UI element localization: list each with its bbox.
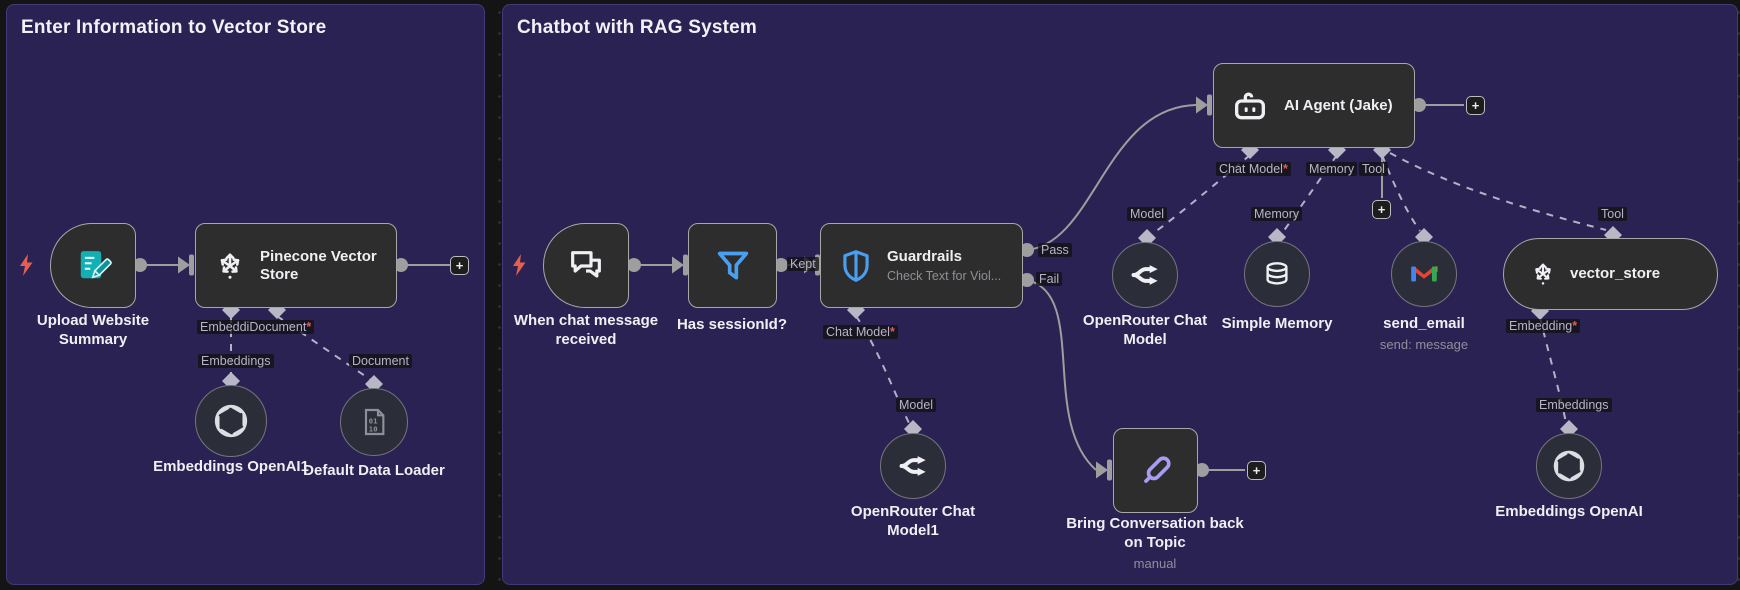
node-bring-conversation-back[interactable]	[1113, 428, 1198, 513]
required-marker: *	[306, 320, 312, 334]
node-openrouter-chat-model1[interactable]	[880, 433, 946, 499]
add-node-button[interactable]: +	[1466, 96, 1485, 115]
openai-icon	[213, 403, 249, 439]
chat-bubbles-icon	[566, 246, 606, 286]
openrouter-icon	[1129, 259, 1161, 291]
wire-label-memory-agent: Memory	[1251, 207, 1303, 221]
add-node-button[interactable]: +	[1247, 461, 1266, 480]
node-label-simple-memory: Simple Memory	[1221, 315, 1333, 332]
node-label-text: Bring Conversation back on Topic	[1066, 515, 1244, 551]
required-marker: *	[889, 325, 895, 339]
trigger-bolt-icon	[513, 254, 526, 276]
node-upload-website-summary[interactable]	[50, 223, 136, 308]
port-label-embedding: Embeddi	[200, 320, 250, 334]
port-label-pinecone: EmbeddiDocument*	[197, 320, 315, 334]
node-label-chat-trigger: When chat message received	[513, 312, 659, 348]
wire-label-pass: Pass	[1038, 243, 1072, 257]
node-openrouter-chat-model[interactable]	[1112, 242, 1178, 308]
node-title: Pinecone Vector Store	[260, 247, 377, 283]
node-send-email[interactable]	[1391, 241, 1457, 307]
node-simple-memory[interactable]	[1244, 241, 1310, 307]
port-label-agent-memory: Memory	[1306, 162, 1358, 176]
wire-label-kept: Kept	[787, 257, 819, 271]
wire-label-model-guardrails: Model	[896, 398, 937, 412]
add-node-button[interactable]: +	[450, 256, 469, 275]
node-subtitle: Check Text for Viol...	[887, 269, 1002, 283]
node-default-data-loader[interactable]: 01 10	[340, 388, 408, 456]
trigger-bolt-icon	[20, 254, 33, 276]
port-label-guardrails-chat-model: Chat Model*	[823, 325, 898, 339]
port-label-document: Document	[249, 320, 307, 334]
section-title-right: Chatbot with RAG System	[517, 17, 758, 38]
node-title: Guardrails	[887, 248, 963, 265]
node-label-upload: Upload Website Summary	[36, 312, 150, 348]
node-label-send-email: send_email send: message	[1339, 315, 1509, 353]
node-embeddings-openai[interactable]	[1536, 433, 1602, 499]
pinecone-icon	[1528, 259, 1558, 289]
port-label-text: Chat Model	[1219, 162, 1283, 176]
wire-label-tool-vector-store: Tool	[1598, 207, 1627, 221]
add-node-button[interactable]: +	[1372, 200, 1391, 219]
wire-label-model-agent: Model	[1127, 207, 1168, 221]
node-pinecone-vector-store[interactable]: Pinecone Vector Store	[195, 223, 397, 308]
robot-icon	[1230, 86, 1270, 126]
port-label-text: Chat Model	[826, 325, 890, 339]
node-label-openrouter: OpenRouter Chat Model	[1082, 312, 1208, 348]
svg-text:10: 10	[369, 424, 378, 433]
node-chat-trigger[interactable]	[543, 223, 629, 308]
database-icon	[1262, 259, 1292, 289]
node-label-default-data-loader: Default Data Loader	[303, 462, 445, 479]
port-label-vs-embedding: Embedding*	[1506, 319, 1581, 333]
openai-icon	[1552, 449, 1586, 483]
svg-text:01: 01	[369, 416, 378, 425]
wire-label-document-left: Document	[349, 354, 412, 368]
shield-icon	[837, 247, 875, 285]
document-pencil-icon	[74, 247, 112, 285]
node-sublabel-text: manual	[1133, 555, 1177, 571]
filter-funnel-icon	[713, 246, 753, 286]
node-label-embeddings-openai: Embeddings OpenAI	[1495, 503, 1643, 520]
pinecone-icon	[212, 248, 248, 284]
node-label-text: send_email	[1383, 315, 1465, 332]
pen-icon	[1136, 451, 1176, 491]
required-marker: *	[1572, 319, 1578, 333]
required-marker: *	[1282, 162, 1288, 176]
port-label-agent-chat-model: Chat Model*	[1216, 162, 1291, 176]
node-title: vector_store	[1570, 265, 1661, 282]
section-title-left: Enter Information to Vector Store	[21, 17, 327, 38]
binary-file-icon: 01 10	[358, 406, 390, 438]
node-sublabel-text: send: message	[1379, 336, 1469, 352]
wire-label-fail: Fail	[1036, 272, 1063, 286]
node-label-bring-topic: Bring Conversation back on Topic manual	[1058, 515, 1252, 572]
node-label-has-sessionid: Has sessionId?	[676, 316, 788, 333]
node-label-embeddings-openai1: Embeddings OpenAI1	[153, 458, 309, 475]
wire-label-embeddings-right: Embeddings	[1536, 398, 1612, 412]
node-embeddings-openai1[interactable]	[195, 385, 267, 457]
node-ai-agent[interactable]: AI Agent (Jake)	[1213, 63, 1415, 148]
node-title: AI Agent (Jake)	[1284, 96, 1393, 114]
node-has-sessionid[interactable]	[688, 223, 777, 308]
port-label-text: Embedding	[1509, 319, 1573, 333]
gmail-icon	[1408, 261, 1440, 287]
node-label-openrouter1: OpenRouter Chat Model1	[850, 503, 976, 539]
port-label-agent-tool: Tool	[1359, 162, 1388, 176]
wire-label-embeddings-left: Embeddings	[198, 354, 274, 368]
node-vector-store-tool[interactable]: vector_store	[1503, 238, 1718, 310]
openrouter-icon	[897, 450, 929, 482]
node-guardrails[interactable]: Guardrails Check Text for Viol...	[820, 223, 1023, 308]
